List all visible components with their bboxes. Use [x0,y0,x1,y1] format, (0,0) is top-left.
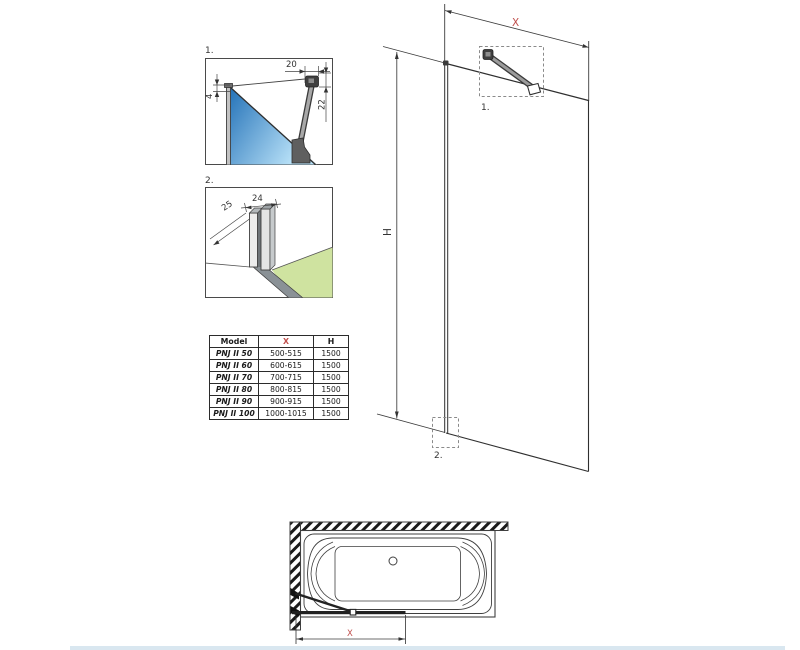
drain-icon [388,556,398,566]
x-arrow-right [582,44,589,48]
table-row: PNJ II 70 700-715 1500 [209,371,349,384]
profile-gap [257,211,261,267]
table-row: PNJ II 80 800-815 1500 [209,383,349,396]
elevation-bracket-highlight [485,52,491,57]
plan-view-drawing: X [289,521,509,644]
wall-profile [226,84,231,165]
x-cell: 500-515 [258,347,314,360]
detail-2-marker-box [432,417,459,448]
wall-top [289,521,509,531]
h-cell: 1500 [313,359,349,372]
tub-end-curve-left-inner [315,546,336,602]
size-table-header-row: Model X H [209,335,349,348]
tub-end-curve-left-outer [310,541,334,606]
model-cell: PNJ II 60 [209,359,259,372]
dim-22-arrow-top [323,67,329,73]
plan-screen [292,611,406,615]
elevation-glass-clamp [526,82,542,96]
tub-end-curve-right-outer [462,541,485,606]
dim-22-arrow-bottom [323,87,329,93]
h-arrow-top [394,52,399,59]
dim-24-label: 24 [252,194,263,204]
x-cell: 900-915 [258,395,314,408]
model-cell: PNJ II 90 [209,395,259,408]
x-dimension [444,4,590,101]
wall-bracket-highlight [308,78,314,83]
x-cell: 800-815 [258,383,314,396]
top-reference-line [232,78,311,87]
dim-25-lines [209,212,250,246]
model-cell: PNJ II 100 [209,407,259,420]
floor-line-left [205,262,251,268]
detail-1-marker-box [479,46,544,97]
plan-x-label: X [347,629,353,639]
glass-clamp [291,137,311,164]
tub-end-curve-right-inner [460,546,480,602]
glass-outline [444,62,590,473]
table-row: PNJ II 90 900-915 1500 [209,395,349,408]
x-cell: 700-715 [258,371,314,384]
header-h: H [313,335,349,348]
elevation-arm [486,53,534,89]
table-row: PNJ II 60 600-615 1500 [209,359,349,372]
tub-basin [307,537,487,610]
h-arrow-bottom [394,411,399,419]
plan-x-arrow-left [296,637,303,641]
detail-1-content: 4 20 22 [205,60,331,165]
back-profile-side [269,203,276,271]
detail-2-drawing: 2. 24 25 [205,176,333,298]
profile-top-cap [224,83,233,88]
model-cell: PNJ II 80 [209,383,259,396]
arm-wall-anchor [290,588,299,600]
dim-25-arrow [213,240,220,245]
dim-4-label: 4 [205,94,215,99]
size-table: Model X H PNJ II 50 500-515 1500 PNJ II … [209,335,349,420]
plan-x-arrow-right [398,637,405,641]
dim-4-arrow-top [214,79,220,85]
x-arrow-left [445,10,452,14]
support-arm [298,83,314,146]
dim-4-arrow-bottom [214,91,220,97]
tub-outer [299,529,496,618]
model-cell: PNJ II 70 [209,371,259,384]
tub-floor [334,546,461,602]
plan-support-arm [295,592,354,614]
h-cell: 1500 [313,395,349,408]
dim-20-arrow-left [299,69,305,74]
back-profile [260,208,271,271]
h-cell: 1500 [313,347,349,360]
detail-2-marker-label: 2. [434,451,443,461]
table-row: PNJ II 50 500-515 1500 [209,347,349,360]
footer-divider [70,646,785,650]
dim-20-arrow-right [318,69,324,74]
h-cell: 1500 [313,407,349,420]
plan-glass-clamp [349,608,357,616]
front-profile [249,212,258,268]
plan-x-dimension [295,615,406,644]
detail-2-content: 24 25 [205,194,333,298]
detail-1-marker-label: 1. [481,103,490,113]
elevation-h-label: H [382,228,394,236]
x-cell: 1000-1015 [258,407,314,420]
floor-line-right [271,246,333,271]
dim-24-arrow-right [271,203,277,207]
table-row: PNJ II 100 1000-1015 1500 [209,407,349,420]
detail-2-label: 2. [205,176,214,186]
elevation-drawing: X H 1. 2. [376,4,590,473]
x-cell: 600-615 [258,359,314,372]
dim-20-label: 20 [286,60,297,70]
h-cell: 1500 [313,383,349,396]
h-cell: 1500 [313,371,349,384]
detail-1-drawing: 1. 4 20 [205,46,333,165]
dim-4-lines [213,74,231,102]
elevation-x-label: X [512,17,519,29]
dim-22-label: 22 [318,99,328,110]
header-x: X [258,335,314,348]
model-cell: PNJ II 50 [209,347,259,360]
h-dimension [376,46,446,433]
profile-top-fitting [443,60,449,66]
detail-1-label: 1. [205,46,214,56]
dim-24-arrow-left [245,205,252,210]
header-model: Model [209,335,259,348]
